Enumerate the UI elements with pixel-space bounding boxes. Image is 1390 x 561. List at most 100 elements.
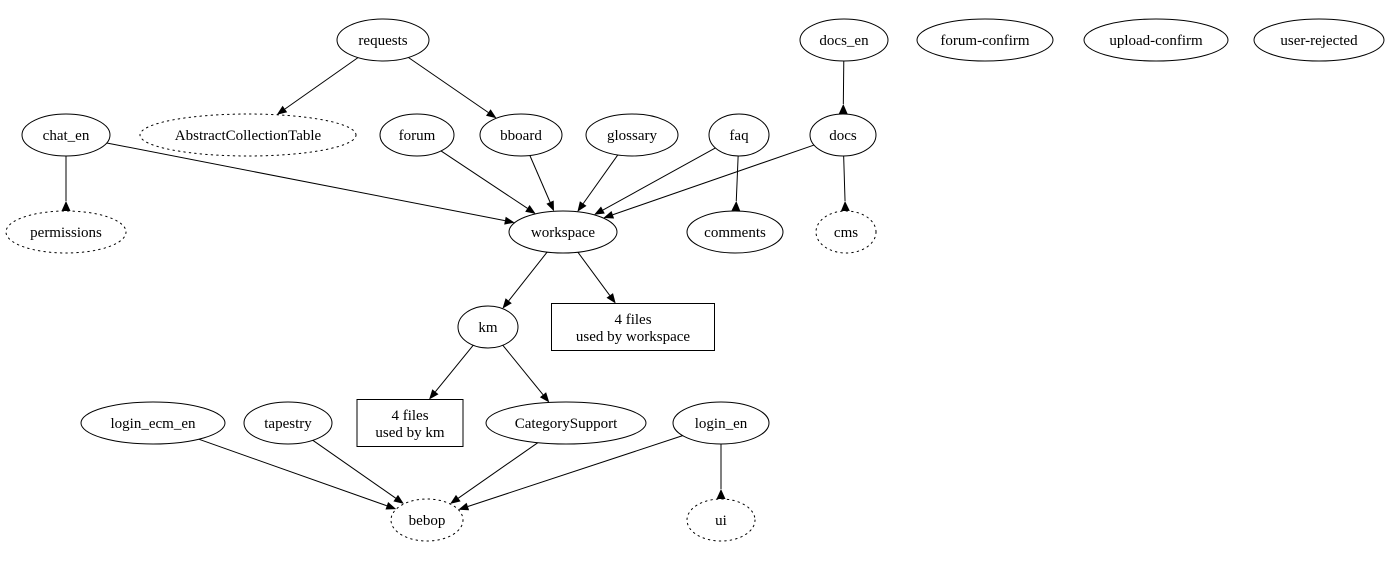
edge-line (602, 147, 716, 211)
arrowhead-inverted-icon (838, 104, 848, 114)
node-CategorySupport: CategorySupport (485, 401, 647, 445)
edge-CategorySupport-bebop (450, 442, 539, 504)
node-shape-box (551, 303, 715, 351)
node-shape-ellipse (457, 305, 519, 349)
edge-line (843, 155, 846, 202)
node-shape-ellipse (485, 401, 647, 445)
node-shape-ellipse (799, 18, 889, 62)
arrowhead-inverted-icon (61, 201, 71, 211)
node-label: forum-confirm (940, 33, 1029, 49)
arrowhead-icon (606, 293, 616, 304)
edge-line (502, 344, 544, 396)
node-label: bboard (500, 128, 542, 144)
node-label: upload-confirm (1109, 33, 1203, 49)
arrowhead-icon (385, 502, 397, 510)
node-shape-ellipse (686, 498, 756, 542)
edge-line (508, 251, 548, 302)
node-shape-ellipse (21, 113, 111, 157)
arrowhead-icon (539, 392, 550, 403)
node-label: docs_en (819, 33, 869, 49)
node-label: km (478, 320, 498, 336)
node-AbstractCollectionTable: AbstractCollectionTable (139, 113, 357, 157)
arrowhead-icon (577, 201, 587, 212)
node-shape-ellipse (379, 113, 455, 157)
node-permissions: permissions (5, 210, 127, 254)
edge-line (312, 439, 396, 499)
edge-chat_en-permissions (61, 156, 71, 211)
arrowhead-inverted-icon (840, 201, 850, 212)
edge-line (408, 57, 489, 113)
edge-line (458, 442, 539, 499)
node-label: requests (358, 33, 407, 49)
node-shape-ellipse (80, 401, 226, 445)
edge-docs-workspace (603, 144, 815, 219)
node-label: permissions (30, 225, 102, 241)
edge-line (612, 144, 815, 216)
node-shape-ellipse (1253, 18, 1385, 62)
edge-km-CategorySupport (502, 344, 550, 403)
node-label: bebop (409, 513, 446, 529)
edge-km-files_km (429, 344, 474, 400)
node-shape-ellipse (916, 18, 1054, 62)
node-workspace: workspace (508, 210, 618, 254)
node-shape-ellipse (686, 210, 784, 254)
node-chat_en: chat_en (21, 113, 111, 157)
node-faq: faq (708, 113, 770, 157)
node-label: forum (399, 128, 436, 144)
arrowhead-icon (546, 200, 554, 212)
edge-line (440, 150, 528, 209)
edge-login_ecm_en-bebop (198, 438, 397, 510)
node-label: glossary (607, 128, 657, 144)
node-glossary: glossary (585, 113, 679, 157)
node-login_ecm_en: login_ecm_en (80, 401, 226, 445)
arrowhead-icon (450, 494, 461, 504)
edge-line (106, 142, 506, 222)
node-tapestry: tapestry (243, 401, 333, 445)
edge-requests-bboard (408, 57, 497, 119)
node-user-rejected: user-rejected (1253, 18, 1385, 62)
node-label: docs (829, 128, 857, 144)
edge-chat_en-workspace (106, 142, 515, 225)
node-cms: cms (815, 210, 877, 254)
edge-line (582, 154, 619, 204)
edge-tapestry-bebop (312, 439, 404, 504)
node-label: cms (834, 225, 858, 241)
edge-workspace-km (502, 251, 548, 309)
edge-workspace-files_workspace (577, 251, 616, 304)
node-label: ui (715, 513, 727, 529)
node-label: tapestry (264, 416, 312, 432)
node-shape-ellipse (672, 401, 770, 445)
node-shape-ellipse (1083, 18, 1229, 62)
edge-faq-workspace (594, 147, 716, 215)
node-shape-ellipse (139, 113, 357, 157)
edge-line (735, 155, 739, 202)
node-shape-ellipse (708, 113, 770, 157)
node-label: chat_en (43, 128, 90, 144)
edge-line (284, 57, 359, 110)
node-bboard: bboard (479, 113, 563, 157)
node-bebop: bebop (390, 498, 464, 542)
node-ui: ui (686, 498, 756, 542)
node-shape-ellipse (508, 210, 618, 254)
node-label: faq (729, 128, 749, 144)
arrowhead-icon (502, 298, 512, 309)
arrowhead-icon (594, 206, 605, 215)
node-upload-confirm: upload-confirm (1083, 18, 1229, 62)
node-comments: comments (686, 210, 784, 254)
edge-requests-AbstractCollectionTable (276, 57, 359, 115)
edge-line (198, 438, 387, 507)
arrowhead-icon (603, 211, 615, 219)
node-label: login_ecm_en (111, 416, 196, 432)
edge-line (435, 344, 474, 393)
arrowhead-icon (504, 216, 515, 225)
edge-login_en-bebop (458, 435, 683, 511)
edge-login_en-ui (716, 444, 726, 499)
node-label: CategorySupport (515, 416, 618, 432)
arrowhead-icon (276, 105, 288, 115)
arrowhead-icon (393, 494, 404, 504)
node-label: comments (704, 225, 766, 241)
